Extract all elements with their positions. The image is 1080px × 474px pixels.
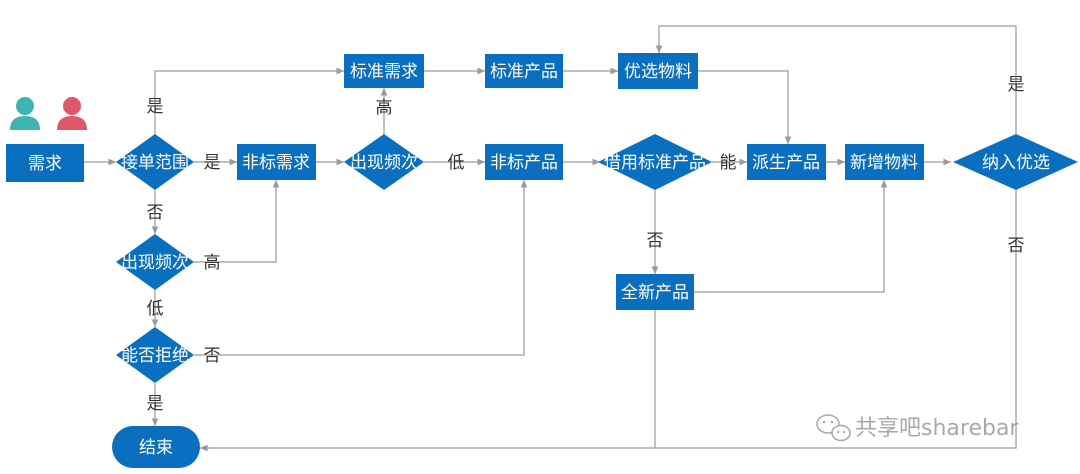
node-freq-top-label: 出现频次	[350, 153, 418, 173]
label-reject-no: 否	[204, 346, 221, 366]
watermark: 共享吧sharebar	[816, 414, 1019, 442]
node-nonstd-demand: 非标需求	[237, 144, 316, 180]
node-preferred-material-label: 优选物料	[624, 62, 692, 82]
user-icon-teal	[10, 97, 40, 130]
label-borrow-no: 否	[647, 231, 664, 251]
node-include-preferred-label: 纳入优选	[982, 153, 1050, 173]
node-end: 结束	[112, 426, 200, 468]
node-end-label: 结束	[139, 438, 173, 458]
label-include-yes: 是	[1008, 75, 1025, 95]
label-left-high: 高	[204, 253, 221, 273]
label-left-low: 低	[147, 299, 164, 319]
label-scope-no: 否	[147, 203, 164, 223]
wechat-icon	[816, 414, 851, 442]
watermark-text: 共享吧sharebar	[855, 416, 1019, 441]
node-nonstd-product-label: 非标产品	[490, 153, 558, 173]
node-std-product: 标准产品	[485, 54, 563, 88]
node-borrow-std-label: 借用标准产品	[604, 153, 706, 173]
node-reject: 能否拒绝	[116, 327, 194, 383]
node-std-demand: 标准需求	[344, 54, 424, 88]
node-derived-product: 派生产品	[747, 144, 826, 180]
label-borrow-can: 能	[720, 153, 737, 173]
node-std-product-label: 标准产品	[490, 62, 558, 82]
label-scope-yes-right: 是	[204, 153, 221, 173]
node-derived-product-label: 派生产品	[752, 153, 820, 173]
edge-freq-left-nonstd-demand	[194, 180, 280, 263]
node-demand: 需求	[6, 144, 84, 182]
node-include-preferred: 纳入优选	[953, 134, 1078, 190]
label-reject-yes: 是	[147, 394, 164, 414]
edge-include-end	[200, 190, 1017, 452]
edge-labels: 是 是 否 高 低 能 否 高 低 否 是 是 否	[147, 75, 1025, 414]
node-std-demand-label: 标准需求	[350, 62, 418, 82]
node-new-product: 全新产品	[616, 274, 694, 310]
edge-include-material	[655, 25, 1017, 134]
node-new-product-label: 全新产品	[621, 283, 689, 303]
label-scope-yes-up: 是	[147, 97, 164, 117]
node-nonstd-product: 非标产品	[485, 144, 563, 180]
node-borrow-std: 借用标准产品	[598, 134, 712, 190]
node-nonstd-demand-label: 非标需求	[242, 153, 310, 173]
node-freq-top: 出现频次	[344, 134, 424, 190]
edge-new-product-new-material	[694, 180, 888, 293]
label-freq-low: 低	[448, 153, 465, 173]
node-new-material-label: 新增物料	[850, 153, 918, 173]
node-freq-left-label: 出现频次	[121, 253, 189, 273]
label-include-no: 否	[1008, 236, 1025, 256]
edge-reject-nonstd-product	[194, 180, 528, 356]
node-order-scope: 接单范围	[116, 134, 194, 190]
node-reject-label: 能否拒绝	[121, 346, 189, 366]
node-freq-left: 出现频次	[116, 234, 194, 290]
edge-scope-std-demand	[154, 67, 344, 134]
user-icon-red	[57, 97, 87, 130]
node-new-material: 新增物料	[845, 144, 924, 180]
node-demand-label: 需求	[28, 154, 62, 174]
node-order-scope-label: 接单范围	[121, 153, 189, 173]
label-freq-high-up: 高	[376, 98, 393, 118]
edges	[84, 25, 1017, 452]
node-preferred-material: 优选物料	[618, 53, 698, 89]
edge-material-derived	[698, 70, 792, 144]
